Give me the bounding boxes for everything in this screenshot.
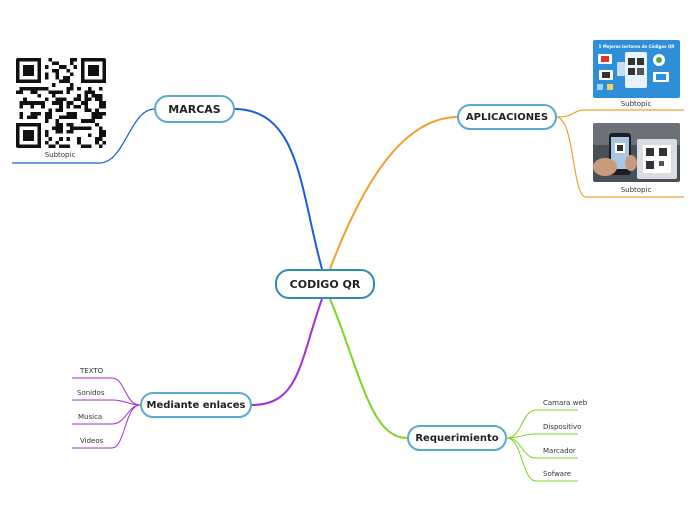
connector-enlaces-videos	[72, 404, 141, 449]
connector-marcas-subtopic	[12, 108, 155, 164]
req-item-marcador[interactable]: Marcador	[543, 447, 576, 455]
connector-central-req	[329, 298, 408, 439]
phone-scanning-photo[interactable]	[593, 123, 680, 182]
central-topic-label: CODIGO QR	[289, 277, 361, 291]
branch-enlaces-node[interactable]: Mediante enlaces	[140, 392, 252, 418]
connector-apps-image2	[556, 116, 684, 198]
infographic-title: 5 Mejores lectores de Códigos QR	[598, 44, 675, 49]
qr-readers-infographic[interactable]: 5 Mejores lectores de Códigos QR	[593, 40, 680, 98]
branch-aplicaciones-node[interactable]: APLICACIONES	[457, 104, 557, 130]
branch-requerimiento-label: Requerimiento	[415, 432, 499, 444]
branch-requerimiento-node[interactable]: Requerimiento	[407, 425, 507, 451]
connector-req-sofware	[506, 437, 578, 482]
req-item-sofware[interactable]: Sofware	[543, 470, 572, 478]
enlaces-item-sonidos[interactable]: Sonidos	[77, 389, 105, 397]
aplicaciones-subtopic2-label: Subtopic	[620, 186, 652, 194]
connector-enlaces-sonidos	[72, 399, 141, 406]
branch-marcas-label: MARCAS	[168, 102, 221, 116]
branch-enlaces-label: Mediante enlaces	[146, 399, 246, 411]
branch-aplicaciones-label: APLICACIONES	[465, 111, 549, 123]
connector-req-dispositivo	[506, 433, 578, 439]
connector-central-apps	[329, 116, 458, 270]
aplicaciones-subtopic1-label: Subtopic	[620, 100, 652, 108]
connector-enlaces-texto	[72, 377, 141, 406]
enlaces-item-musica[interactable]: Musica	[78, 413, 103, 421]
infographic-illustration	[597, 52, 669, 90]
req-item-dispositivo[interactable]: Dispositivo	[543, 423, 582, 431]
enlaces-item-texto[interactable]: TEXTO	[80, 367, 104, 375]
connector-central-enlaces	[251, 298, 323, 406]
branch-marcas-node[interactable]: MARCAS	[154, 95, 235, 123]
qr-code-image[interactable]	[16, 58, 106, 148]
connector-central-marcas	[234, 108, 323, 270]
marcas-subtopic-label: Subtopic	[44, 151, 76, 159]
req-item-camara-web[interactable]: Camara web	[543, 399, 588, 407]
central-topic-node[interactable]: CODIGO QR	[275, 269, 375, 299]
connector-apps-image1	[556, 109, 684, 118]
connector-req-camara	[506, 409, 578, 439]
enlaces-item-videos[interactable]: Videos	[80, 437, 104, 445]
